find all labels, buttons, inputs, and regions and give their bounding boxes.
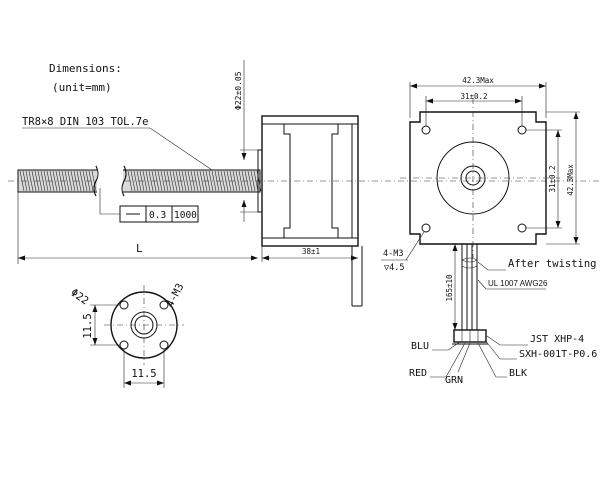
thread-hatch-line — [220, 170, 226, 192]
thread-hatch-line — [169, 170, 175, 192]
wire-red-leader — [430, 342, 466, 378]
mount-holes-callout: 4-M3 ▽4.5 — [381, 231, 425, 273]
wire-spec-leader — [477, 279, 546, 290]
unit-label: (unit=mm) — [52, 81, 112, 94]
lead-length-dimension: 165±10 — [445, 244, 458, 330]
after-twisting-leader — [477, 261, 506, 271]
motor-front-view — [400, 98, 560, 258]
thread-hatch-line — [130, 170, 136, 192]
wire-red-label: RED — [409, 368, 427, 379]
thread-hatch-line — [82, 170, 88, 192]
wire-blu-label: BLU — [411, 341, 429, 352]
thread-hatch-line — [91, 170, 97, 192]
wire-blu-leader — [432, 341, 461, 351]
connector-housing — [452, 329, 488, 345]
thread-spec-leader — [22, 127, 213, 171]
hole-spacing-top-dimension: 31±0.2 — [425, 92, 523, 126]
height-max-dimension: 42.3Max — [546, 111, 580, 245]
terminal-label: SXH-001T-P0.6 — [519, 349, 597, 360]
nut-holes-label: 4-M3 — [164, 281, 186, 309]
nut-vertical-dimension: 11.5 — [82, 304, 120, 346]
thread-hatch-line — [199, 170, 205, 192]
lead-length-label: 165±10 — [445, 274, 454, 302]
lead-wires — [461, 244, 478, 330]
nut-vertical-label: 11.5 — [82, 313, 94, 338]
width-max-label: 42.3Max — [462, 76, 494, 85]
width-max-dimension: 42.3Max — [409, 76, 547, 118]
tolerance-length: 1000 — [174, 210, 197, 221]
height-max-label: 42.3Max — [566, 164, 575, 196]
dimensions-label: Dimensions: — [49, 62, 122, 75]
motor-body-side — [257, 115, 363, 307]
thread-hatch-line — [172, 170, 178, 192]
hole-spacing-side-label: 31±0.2 — [548, 165, 557, 192]
thread-hatch-line — [43, 170, 49, 192]
thread-hatch-line — [52, 170, 58, 192]
thread-hatch-line — [250, 170, 256, 192]
wire-grn-leader — [457, 342, 471, 373]
tolerance-value: 0.3 — [149, 210, 166, 221]
wire-blk-leader — [477, 342, 507, 378]
thread-hatch-line — [142, 170, 148, 192]
thread-hatch-line — [211, 170, 217, 192]
nut-diameter-label: Φ22 — [68, 287, 90, 308]
thread-spec-label: TR8×8 DIN 103 TOL.7e — [22, 116, 148, 128]
thread-hatch-line — [160, 170, 166, 192]
terminal-leader — [484, 339, 517, 360]
after-twisting-label: After twisting — [508, 258, 597, 270]
nut-horizontal-dimension: 11.5 — [123, 349, 165, 388]
connector-label: JST XHP-4 — [530, 334, 584, 345]
thread-hatch-line — [25, 170, 31, 192]
connector-leader — [486, 335, 528, 346]
thread-hatch-line — [208, 170, 214, 192]
nut-horizontal-label: 11.5 — [131, 368, 156, 380]
thread-hatch-line — [133, 170, 139, 192]
wire-spec-label: UL 1007 AWG26 — [488, 279, 548, 288]
wire-grn-label: GRN — [445, 375, 463, 386]
boss-diameter-dimension: Φ22±0.05 — [234, 60, 258, 222]
boss-diameter-label: Φ22±0.05 — [234, 71, 243, 110]
length-dimension: L — [17, 192, 258, 264]
thread-hatch-line — [64, 170, 70, 192]
tolerance-frame: 0.3 1000 — [99, 188, 199, 223]
body-length-label: 38±1 — [302, 247, 320, 256]
wire-blk-label: BLK — [509, 368, 527, 379]
mount-holes-label: 4-M3 — [383, 249, 403, 259]
hole-spacing-top-label: 31±0.2 — [460, 92, 487, 101]
thread-hatch-line — [55, 170, 61, 192]
lead-screw — [8, 165, 600, 197]
thread-hatch-line — [238, 170, 244, 192]
hole-spacing-side-dimension: 31±0.2 — [526, 129, 562, 229]
length-label: L — [136, 242, 143, 255]
body-length-dimension: 38±1 — [261, 246, 358, 262]
thread-hatch-line — [181, 170, 187, 192]
thread-hatch-line — [247, 170, 253, 192]
hole-depth-label: ▽4.5 — [384, 263, 404, 273]
